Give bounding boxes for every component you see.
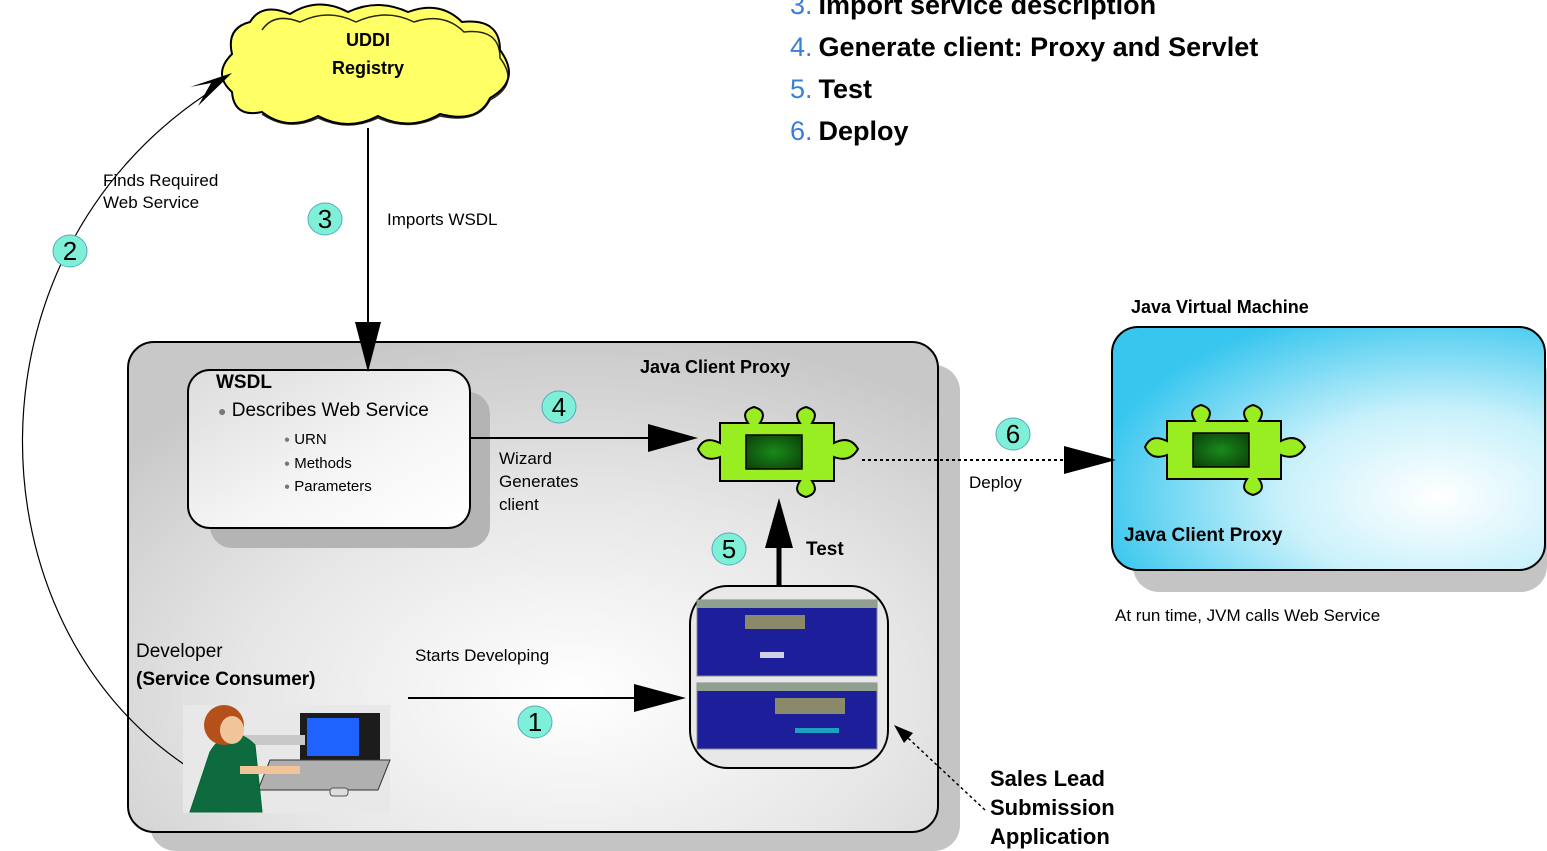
imports-wsdl-arrowhead	[355, 322, 381, 372]
bullet-icon: ●	[284, 481, 291, 493]
wsdl-sub-list: ● URN ● Methods ● Parameters	[284, 428, 372, 499]
jvm-runtime-note: At run time, JVM calls Web Service	[1115, 606, 1381, 625]
app-window-top-titlebar	[697, 600, 877, 608]
wsdl-main-item: ● Describes Web Service	[218, 400, 429, 421]
deploy-label: Deploy	[969, 473, 1022, 492]
step-badge-1: 1	[517, 704, 553, 740]
jvm-box	[1111, 326, 1546, 571]
jvm-title: Java Virtual Machine	[1131, 297, 1309, 317]
wizard-arrowhead	[648, 424, 698, 452]
bullet-icon: ●	[284, 434, 291, 446]
uddi-registry-label: UDDI Registry	[331, 30, 405, 78]
bullet-icon: ●	[284, 458, 291, 470]
step-item: 4.Generate client: Proxy and Servlet	[790, 32, 1259, 62]
finds-service-arrowhead	[190, 73, 232, 106]
imports-wsdl-label: Imports WSDL	[387, 210, 498, 229]
wsdl-sub-item: ● Parameters	[284, 478, 372, 496]
test-label: Test	[806, 539, 844, 560]
step-badge-3: 3	[307, 201, 343, 237]
step-badge-2: 2	[52, 233, 88, 269]
starts-developing-label: Starts Developing	[415, 646, 550, 665]
proxy-puzzle-piece	[696, 405, 860, 499]
developer-label: Developer (Service Consumer)	[136, 641, 316, 690]
wsdl-box	[187, 369, 471, 529]
bullet-icon: ●	[218, 402, 227, 419]
app-window-bottom	[696, 682, 878, 750]
starts-developing-arrowhead	[634, 684, 686, 712]
step-item: 3.Import service description	[790, 0, 1157, 20]
uddi-cloud-shape	[221, 3, 510, 126]
sales-app-pointer-arrowhead	[894, 725, 913, 743]
jvm-puzzle-piece	[1143, 403, 1307, 497]
wsdl-sub-item: ● URN	[284, 431, 327, 448]
finds-service-curve	[21, 94, 206, 766]
java-client-proxy-title: Java Client Proxy	[640, 357, 791, 377]
test-arrowhead	[765, 498, 793, 548]
deploy-arrowhead	[1064, 446, 1116, 474]
app-window-bottom-titlebar	[697, 683, 877, 691]
step-badge-5: 5	[711, 531, 747, 567]
steps-list: 3.Import service description 4.Generate …	[790, 0, 1258, 152]
app-window-top	[696, 599, 878, 677]
wsdl-sub-item: ● Methods	[284, 454, 352, 472]
sales-lead-app-label: Sales Lead Submission Application	[990, 766, 1115, 849]
app-window-bottom-banner	[775, 698, 845, 714]
developer-figure	[183, 705, 391, 813]
finds-required-label: Finds Required Web Service	[103, 171, 219, 212]
step-badge-4: 4	[541, 389, 577, 425]
step-item: 5.Test	[790, 74, 873, 104]
wizard-generates-label: Wizard Generates client	[499, 449, 579, 514]
wsdl-title: WSDL	[216, 372, 272, 393]
step-item: 6.Deploy	[790, 116, 909, 146]
jvm-proxy-label: Java Client Proxy	[1124, 525, 1283, 546]
app-window-bottom-bar	[795, 728, 839, 733]
step-badge-6: 6	[995, 416, 1031, 452]
app-window-top-button	[760, 652, 784, 658]
app-window-top-banner	[745, 615, 805, 629]
